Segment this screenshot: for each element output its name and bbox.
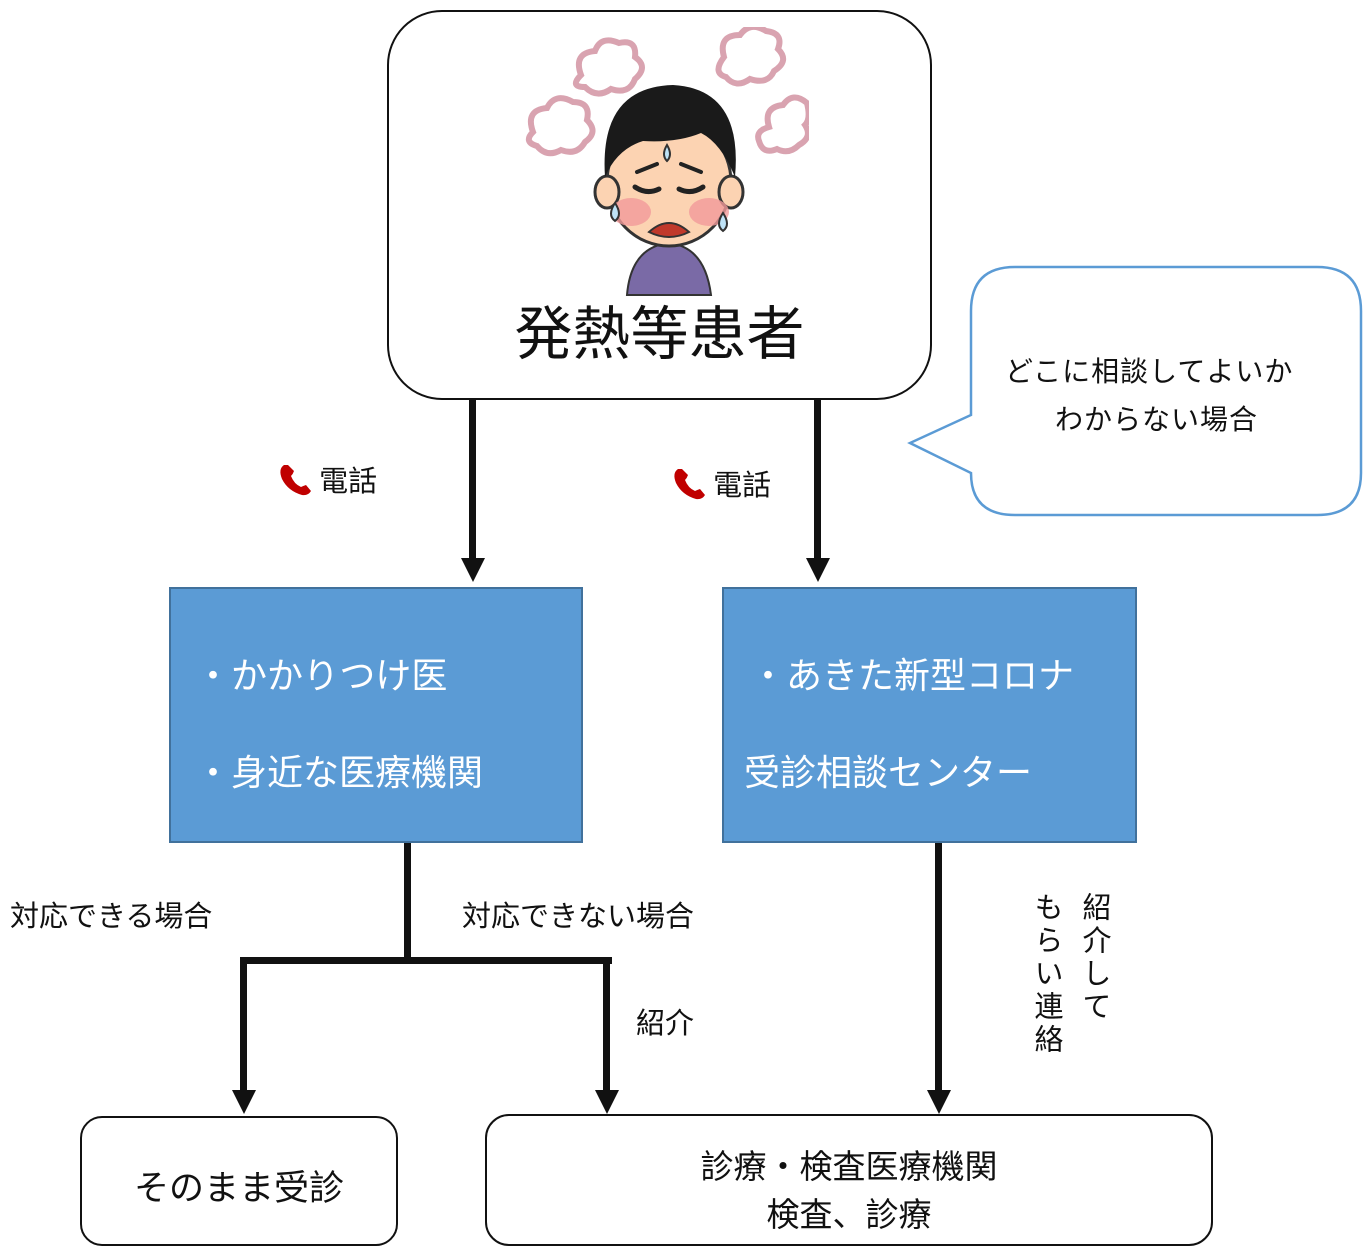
clinic-stem-line	[404, 843, 411, 960]
arrow-to-center-line	[814, 400, 821, 560]
patient-title: 発熱等患者	[514, 300, 805, 368]
patient-box: 発熱等患者	[387, 10, 932, 400]
phone-icon	[280, 465, 311, 496]
phone-label-left: 電話	[278, 458, 377, 500]
steam-cloud-icon	[525, 95, 596, 157]
phone-icon	[674, 469, 705, 500]
arrow-to-clinic-head	[461, 558, 485, 582]
steam-cloud-icon	[715, 27, 787, 87]
center-box: ・あきた新型コロナ 受診相談センター	[722, 587, 1137, 843]
center-line1: ・あきた新型コロナ	[750, 656, 1075, 697]
steam-cloud-icon	[572, 37, 645, 97]
clinic-item1: ・かかりつけ医	[195, 656, 448, 697]
branch-left-arrowhead	[232, 1090, 256, 1114]
speech-bubble	[907, 265, 1363, 517]
branch-horizontal-line	[240, 957, 612, 964]
arrow-to-clinic-line	[469, 400, 476, 560]
branch-right-arrowhead	[595, 1090, 619, 1114]
direct-visit-label: そのまま受診	[133, 1169, 344, 1209]
testing-facility-box: 診療・検査医療機関 検査、診療	[485, 1114, 1213, 1246]
center-arrowhead	[927, 1090, 951, 1114]
direct-visit-box: そのまま受診	[80, 1116, 398, 1246]
phone-right-text: 電話	[713, 468, 772, 502]
clinic-box: ・かかりつけ医 ・身近な医療機関	[169, 587, 583, 843]
sick-person-illustration	[525, 27, 809, 296]
phone-left-text: 電話	[319, 464, 378, 498]
phone-label-right: 電話	[672, 462, 771, 504]
branch-left-line	[240, 957, 247, 1091]
referral-contact-col1: 紹介して	[1078, 892, 1112, 1024]
steam-cloud-icon	[755, 94, 809, 155]
bubble-line1: どこに相談してよいか	[1005, 355, 1294, 388]
arrow-to-center-head	[806, 558, 830, 582]
bubble-line2: わからない場合	[1055, 403, 1259, 436]
clinic-item2: ・身近な医療機関	[195, 753, 484, 794]
testing-line1: 診療・検査医療機関	[700, 1147, 998, 1186]
testing-line2: 検査、診療	[766, 1195, 932, 1234]
branch-right-line	[603, 957, 610, 1091]
can-respond-label: 対応できる場合	[10, 899, 213, 933]
center-line2: 受診相談センター	[744, 753, 1033, 794]
referral-label: 紹介	[636, 1006, 695, 1040]
center-stem-line	[935, 843, 942, 1091]
cannot-respond-label: 対応できない場合	[462, 899, 695, 933]
referral-contact-col2: もらい連絡	[1030, 892, 1064, 1057]
